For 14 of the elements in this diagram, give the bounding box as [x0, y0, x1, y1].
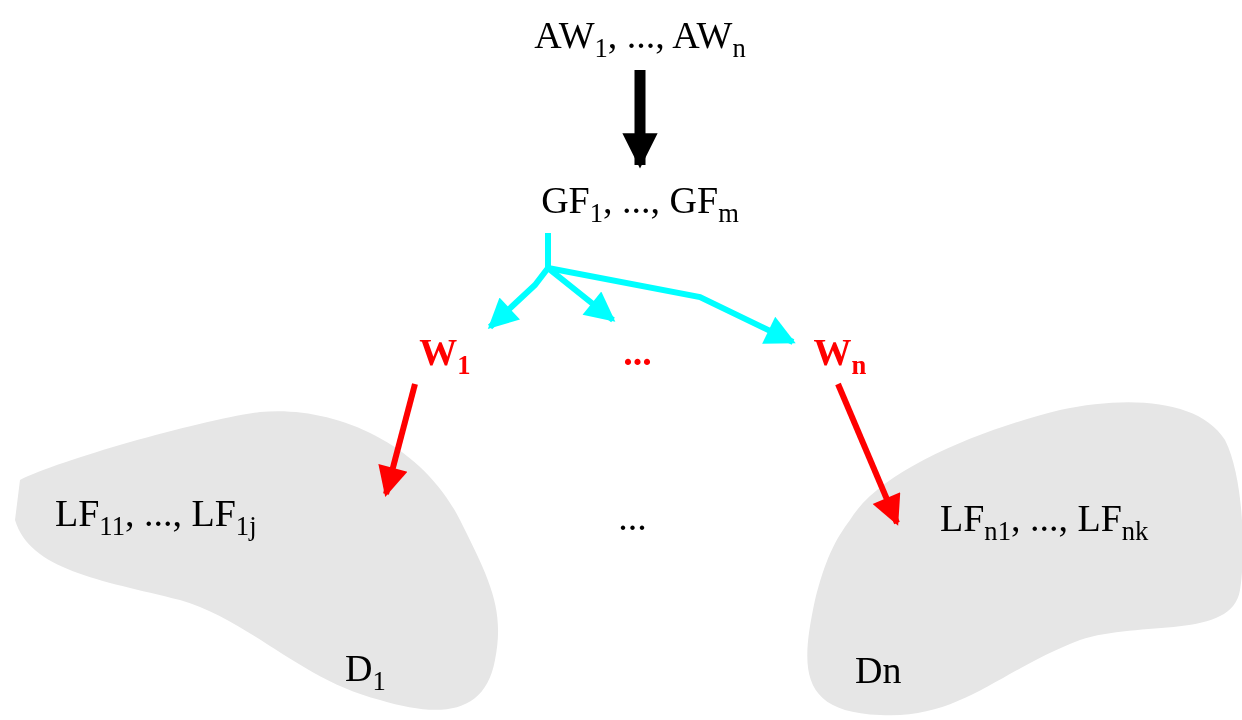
ellipsis-text: ... — [617, 497, 648, 539]
node-label: W$_{n}$ — [812, 332, 868, 380]
node-label: GF$_{1}$, ..., GF$_{m}$ — [540, 180, 740, 228]
node-label: AW$_{1}$, ..., AW$_{n}$ — [533, 15, 747, 63]
region-label: LF$_{n1}$, ..., LF$_{nk}$ — [940, 498, 1150, 546]
region-label: D$_{1}$ — [345, 648, 387, 696]
arrow — [835, 382, 901, 526]
region-label: Dn — [855, 650, 903, 692]
region-label: LF$_{11}$, ..., LF$_{1j}$ — [55, 493, 258, 541]
node-label: ... — [622, 332, 653, 374]
arrow — [378, 383, 418, 497]
node-label: W$_{1}$ — [418, 332, 472, 380]
arrow — [545, 233, 796, 345]
arrow — [622, 70, 658, 169]
